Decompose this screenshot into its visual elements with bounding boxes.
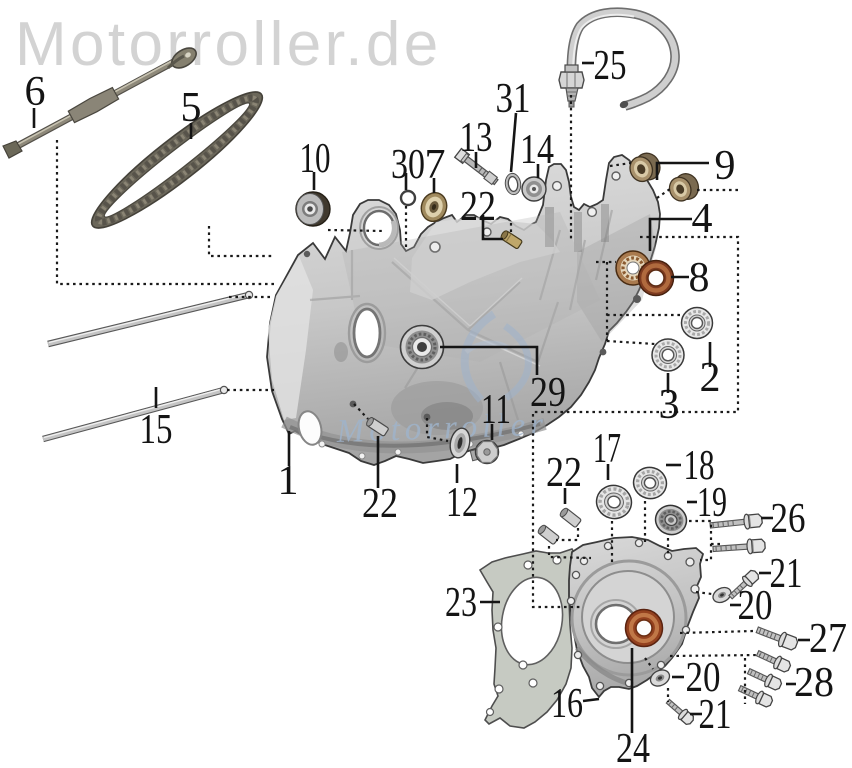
svg-text:20: 20 [738, 583, 773, 629]
svg-text:5: 5 [181, 85, 202, 131]
svg-text:10: 10 [300, 136, 331, 182]
svg-text:25: 25 [594, 43, 627, 89]
svg-text:30: 30 [391, 142, 425, 188]
svg-text:13: 13 [460, 115, 493, 161]
svg-text:17: 17 [593, 426, 621, 472]
svg-text:1: 1 [278, 458, 299, 504]
svg-text:Motorroller: Motorroller [335, 407, 549, 450]
svg-text:Motorroller.de: Motorroller.de [15, 10, 442, 79]
svg-text:24: 24 [616, 726, 650, 768]
svg-text:19: 19 [697, 480, 727, 526]
svg-text:21: 21 [699, 692, 732, 738]
svg-text:3: 3 [659, 382, 680, 428]
svg-text:31: 31 [496, 76, 531, 122]
svg-text:28: 28 [794, 660, 834, 706]
svg-text:14: 14 [520, 127, 554, 173]
svg-text:27: 27 [809, 616, 847, 662]
svg-text:26: 26 [771, 496, 806, 542]
svg-text:23: 23 [445, 580, 477, 626]
svg-text:2: 2 [700, 355, 721, 401]
svg-text:21: 21 [770, 551, 803, 597]
svg-text:7: 7 [425, 142, 446, 188]
svg-text:20: 20 [686, 655, 721, 701]
svg-text:4: 4 [692, 196, 713, 242]
svg-text:9: 9 [715, 143, 736, 189]
svg-text:12: 12 [446, 480, 478, 526]
svg-text:22: 22 [460, 184, 496, 230]
svg-text:16: 16 [551, 681, 583, 727]
svg-text:15: 15 [140, 407, 173, 453]
svg-text:11: 11 [481, 387, 511, 433]
svg-text:8: 8 [689, 255, 710, 301]
svg-text:6: 6 [25, 69, 46, 115]
svg-text:22: 22 [362, 481, 398, 527]
svg-text:18: 18 [684, 443, 715, 489]
svg-text:22: 22 [546, 450, 582, 496]
svg-text:29: 29 [530, 370, 566, 416]
